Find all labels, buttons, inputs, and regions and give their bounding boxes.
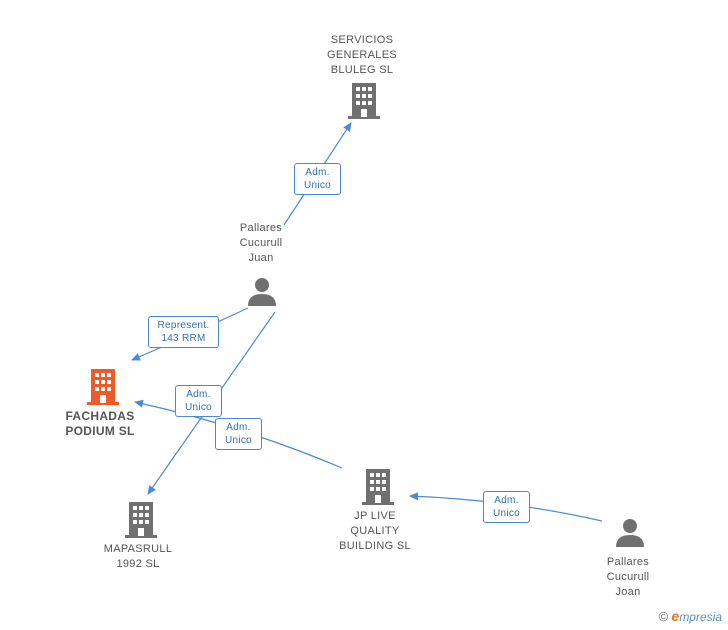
edge-label-joan-jp[interactable]: Adm. Unico <box>483 491 530 523</box>
building-icon <box>125 502 157 538</box>
node-label-servicios[interactable]: SERVICIOS GENERALES BLULEG SL <box>312 33 412 78</box>
node-label-line: Pallares <box>606 556 650 568</box>
edge-label-line: 143 RRM <box>161 333 206 344</box>
edge-label-line: Unico <box>492 508 521 519</box>
edge-label-line: Adm. <box>305 167 330 178</box>
node-label-line: Cucurull <box>239 237 283 249</box>
node-label-line: BLULEG SL <box>330 64 394 76</box>
edge-label-line: Adm. <box>494 495 519 506</box>
node-label-pallares-joan[interactable]: Pallares Cucurull Joan <box>578 555 678 600</box>
node-label-line: MAPASRULL <box>103 543 173 555</box>
edge-label-line: Represent. <box>157 320 210 331</box>
edge-label-line: Unico <box>303 180 332 191</box>
copyright-symbol: © <box>658 609 669 624</box>
node-label-line: Joan <box>615 586 641 598</box>
node-label-line: PODIUM SL <box>65 424 135 438</box>
node-label-line: FACHADAS <box>65 409 135 423</box>
brand-logo-text: mpresia <box>679 610 722 624</box>
node-label-line: BUILDING SL <box>339 540 411 552</box>
edge-label-line: Unico <box>184 402 213 413</box>
brand-logo-initial: e <box>671 608 680 624</box>
edge-label-line: Unico <box>224 435 253 446</box>
edge-label-juan-mapasrull[interactable]: Adm. Unico <box>175 385 222 417</box>
person-icon <box>248 278 276 306</box>
person-icon <box>616 519 644 547</box>
node-label-line: JP LIVE <box>354 510 396 522</box>
node-label-line: Juan <box>248 252 274 264</box>
edge-label-jp-fachadas[interactable]: Adm. Unico <box>215 418 262 450</box>
node-label-line: QUALITY <box>350 525 400 537</box>
edge-label-line: Adm. <box>186 389 211 400</box>
node-label-mapasrull[interactable]: MAPASRULL 1992 SL <box>88 542 188 572</box>
node-label-jp-live[interactable]: JP LIVE QUALITY BUILDING SL <box>325 509 425 554</box>
node-label-line: Cucurull <box>606 571 650 583</box>
building-icon <box>87 369 119 405</box>
node-label-line: SERVICIOS <box>330 34 394 46</box>
edge-label-juan-fachadas[interactable]: Represent. 143 RRM <box>148 316 219 348</box>
building-icon <box>348 83 380 119</box>
node-label-line: 1992 SL <box>116 558 160 570</box>
node-label-line: GENERALES <box>327 49 397 61</box>
edge-label-juan-servicios[interactable]: Adm. Unico <box>294 163 341 195</box>
node-label-pallares-juan[interactable]: Pallares Cucurull Juan <box>211 221 311 266</box>
building-icon <box>362 469 394 505</box>
brand-footer: © empresia <box>659 608 722 624</box>
edge-label-line: Adm. <box>226 422 251 433</box>
node-label-fachadas[interactable]: FACHADAS PODIUM SL <box>50 409 150 439</box>
node-label-line: Pallares <box>239 222 283 234</box>
